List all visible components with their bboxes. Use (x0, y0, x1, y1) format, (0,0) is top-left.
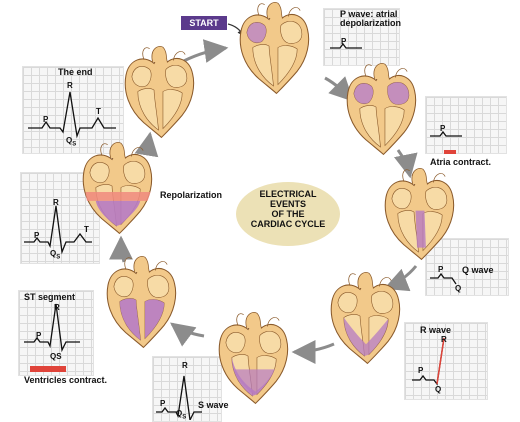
ecg-trace-r-wave (412, 338, 444, 384)
wave-label-s-subscript: S (72, 142, 76, 148)
wave-label-r: R (67, 82, 73, 90)
caption-p-wave: P wave: atrial depolarization (340, 10, 402, 29)
heart-atria-contract (347, 63, 415, 154)
caption-q-wave: Q wave (462, 266, 494, 275)
heart-st-segment (107, 256, 175, 347)
wave-label-r: R (182, 362, 188, 370)
ecg-trace-st-segment (24, 304, 80, 350)
heart-p-wave (240, 2, 308, 93)
wave-label-qs: QS (176, 410, 186, 421)
wave-label-t: T (84, 226, 89, 234)
heart-the-end (125, 46, 193, 137)
heart-repolarization (83, 142, 151, 233)
heart-q-wave (385, 168, 453, 259)
wave-label-p: P (160, 400, 165, 408)
ecg-trace-repolarization (24, 206, 92, 252)
wave-label-r: R (54, 304, 60, 312)
wave-label-p: P (36, 332, 41, 340)
cycle-arrow (121, 238, 124, 262)
wave-label-p: P (438, 266, 443, 274)
caption-atria-contract: Atria contract. (430, 158, 491, 167)
start-label: START (181, 16, 227, 30)
ecg-trace-q-wave (430, 274, 456, 284)
wave-label-p: P (418, 367, 423, 375)
heart-r-wave (331, 272, 399, 363)
wave-label-q: Q (435, 386, 441, 394)
cycle-arrow (172, 324, 204, 336)
center-title-line: CARDIAC CYCLE (236, 220, 340, 230)
wave-label-p: P (440, 125, 445, 133)
wave-label-s-subscript: S (56, 255, 60, 261)
wave-label-r: R (441, 336, 447, 344)
wave-label-q: Q (455, 285, 461, 293)
caption-the-end: The end (58, 68, 93, 77)
cycle-arrow (398, 150, 410, 176)
caption-s-wave: S wave (198, 401, 229, 410)
caption-st-segment: ST segment (24, 293, 75, 302)
cycle-arrow (150, 134, 152, 152)
ecg-trace-the-end (28, 92, 116, 136)
heart-s-wave (219, 312, 287, 403)
wave-label-qs: QS (66, 137, 76, 148)
wave-label-r: R (53, 199, 59, 207)
ecg-trace-atria-contract (430, 132, 462, 136)
wave-label-p: P (34, 232, 39, 240)
wave-label-t: T (96, 108, 101, 116)
center-title: ELECTRICAL EVENTS OF THE CARDIAC CYCLE (236, 190, 340, 230)
wave-label-p: P (341, 38, 346, 46)
cycle-arrow (386, 266, 416, 288)
ecg-trace-r-wave-highlight (437, 338, 444, 384)
wave-label-qs: QS (50, 353, 62, 361)
wave-label-qs: QS (50, 250, 60, 261)
wave-label-p: P (43, 116, 48, 124)
cycle-arrow (294, 344, 334, 352)
caption-repolarization: Repolarization (160, 191, 222, 200)
caption-ventricles-contract: Ventricles contract. (24, 376, 107, 385)
ventricles-contract-highlight-bar (30, 366, 66, 372)
atria-contract-highlight-bar (444, 150, 456, 154)
